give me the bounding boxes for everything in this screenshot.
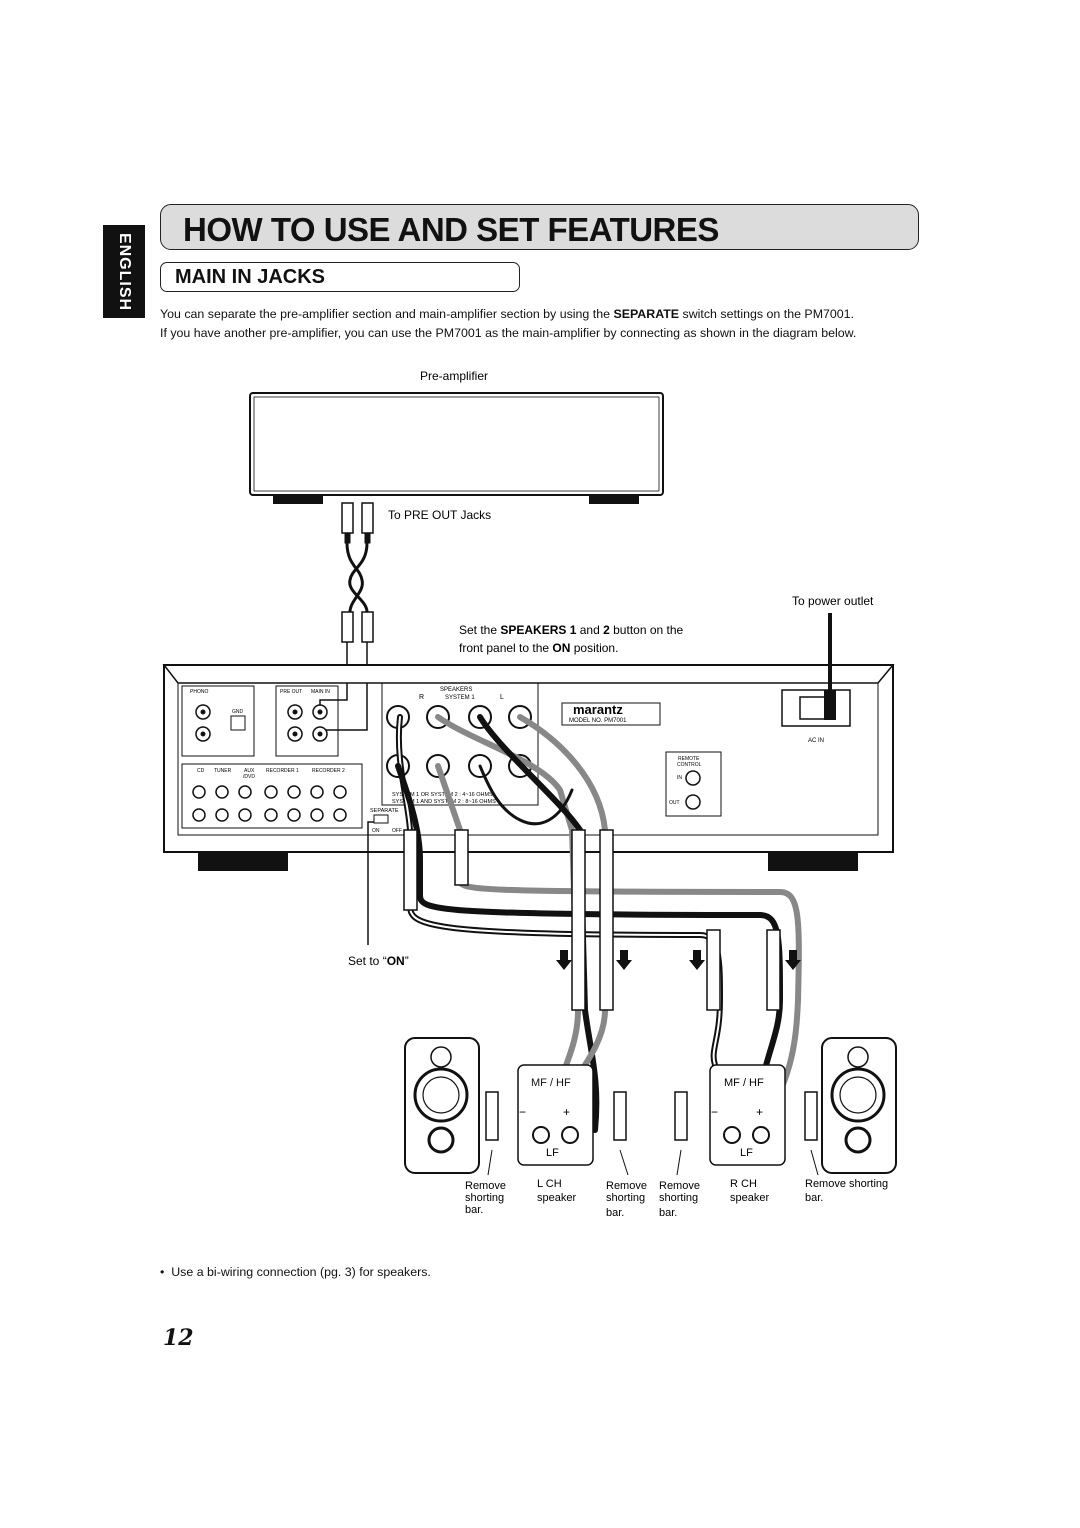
svg-text:ON: ON — [372, 828, 380, 834]
svg-text:AUX: AUX — [244, 768, 255, 774]
svg-text:speaker: speaker — [730, 1192, 769, 1204]
svg-text:Remove: Remove — [465, 1180, 506, 1192]
svg-text:MF / HF: MF / HF — [724, 1077, 764, 1089]
svg-text:−: − — [711, 1105, 718, 1119]
svg-text:Remove: Remove — [606, 1180, 647, 1192]
left-speaker-terminal: MF / HF − + LF — [517, 1064, 627, 1166]
svg-text:shorting: shorting — [606, 1192, 645, 1204]
language-label: ENGLISH — [116, 232, 133, 311]
svg-text:bar.: bar. — [606, 1207, 624, 1219]
svg-text:OUT: OUT — [669, 800, 680, 806]
intro-line-2: If you have another pre-amplifier, you c… — [160, 326, 857, 340]
svg-text:SEPARATE: SEPARATE — [370, 808, 399, 814]
brand-logo: marantz — [573, 702, 623, 717]
page-title: HOW TO USE AND SET FEATURES — [183, 211, 719, 248]
power-outlet-label: To power outlet — [792, 594, 874, 608]
svg-text:R: R — [419, 694, 424, 701]
svg-text:CD: CD — [197, 768, 205, 774]
right-speaker — [821, 1037, 897, 1174]
svg-text:−: − — [519, 1105, 526, 1119]
svg-text:+: + — [756, 1105, 763, 1119]
svg-text:RECORDER 2: RECORDER 2 — [312, 768, 345, 774]
set-to-on-label: Set to “ON” — [348, 954, 409, 968]
pre-out-label: To PRE OUT Jacks — [388, 508, 491, 522]
svg-text:IN: IN — [677, 775, 682, 781]
svg-text:L: L — [500, 694, 504, 701]
svg-text:speaker: speaker — [537, 1192, 576, 1204]
svg-text:GND: GND — [232, 709, 244, 715]
right-speaker-terminal: MF / HF − + LF — [674, 1064, 818, 1166]
bullet-note: • Use a bi-wiring connection (pg. 3) for… — [160, 1265, 431, 1279]
svg-text:+: + — [563, 1105, 570, 1119]
svg-text:AC IN: AC IN — [808, 738, 824, 744]
svg-text:RECORDER 1: RECORDER 1 — [266, 768, 299, 774]
svg-text:shorting: shorting — [465, 1192, 504, 1204]
svg-text:LF: LF — [546, 1147, 559, 1159]
svg-text:R CH: R CH — [730, 1178, 757, 1190]
svg-text:PRE OUT: PRE OUT — [280, 689, 302, 695]
rca-cable — [319, 502, 374, 731]
intro-line-1: You can separate the pre-amplifier secti… — [160, 307, 855, 321]
svg-text:L CH: L CH — [537, 1178, 562, 1190]
svg-text:SYSTEM 1: SYSTEM 1 — [445, 695, 475, 701]
language-tab: ENGLISH — [103, 225, 145, 318]
connector-arrows — [556, 950, 801, 970]
power-cord — [824, 613, 836, 720]
svg-text:SYSTEM 1 AND SYSTEM 2 : 8~16 O: SYSTEM 1 AND SYSTEM 2 : 8~16 OHMS — [392, 799, 496, 805]
left-speaker — [404, 1037, 499, 1174]
page-title-box: HOW TO USE AND SET FEATURES — [160, 204, 919, 250]
svg-text:bar.: bar. — [465, 1204, 483, 1216]
svg-text:CONTROL: CONTROL — [677, 762, 702, 768]
svg-text:MODEL NO. PM7001: MODEL NO. PM7001 — [569, 718, 627, 724]
speakers-note-line-2: front panel to the ON position. — [459, 641, 618, 655]
speakers-note-line-1: Set the SPEAKERS 1 and 2 button on the — [459, 623, 684, 637]
svg-text:TUNER: TUNER — [214, 768, 232, 774]
svg-text:SYSTEM 1 OR SYSTEM 2 : 4~16 OH: SYSTEM 1 OR SYSTEM 2 : 4~16 OHMS — [392, 792, 493, 798]
svg-text:OFF: OFF — [392, 828, 402, 834]
intro-text: You can separate the pre-amplifier secti… — [160, 305, 920, 343]
amplifier-rear-panel: PHONO GND PRE OUT MAIN IN CD TUNER AUX /… — [162, 664, 895, 871]
svg-text:MF / HF: MF / HF — [531, 1077, 571, 1089]
preamp-label: Pre-amplifier — [420, 369, 488, 383]
svg-text:REMOTE: REMOTE — [678, 756, 700, 762]
cable-sleeves — [403, 829, 781, 1011]
svg-text:Remove: Remove — [659, 1180, 700, 1192]
svg-text:Remove shorting: Remove shorting — [805, 1178, 888, 1190]
svg-text:bar.: bar. — [805, 1192, 823, 1204]
section-title: MAIN IN JACKS — [175, 266, 326, 288]
svg-text:shorting: shorting — [659, 1192, 698, 1204]
page-number: 12 — [163, 1325, 194, 1351]
svg-text:/DVD: /DVD — [243, 774, 255, 780]
captions: Remove shorting bar. L CH speaker Remove… — [465, 1178, 888, 1219]
svg-text:LF: LF — [740, 1147, 753, 1159]
connection-diagram: Pre-amplifier To PRE OUT Jacks To power … — [162, 369, 897, 1219]
section-title-box: MAIN IN JACKS — [160, 262, 520, 292]
preamp-unit: Pre-amplifier — [249, 369, 664, 504]
svg-text:bar.: bar. — [659, 1207, 677, 1219]
svg-text:SPEAKERS: SPEAKERS — [440, 687, 472, 693]
svg-text:MAIN IN: MAIN IN — [311, 689, 330, 695]
svg-text:PHONO: PHONO — [190, 689, 208, 695]
